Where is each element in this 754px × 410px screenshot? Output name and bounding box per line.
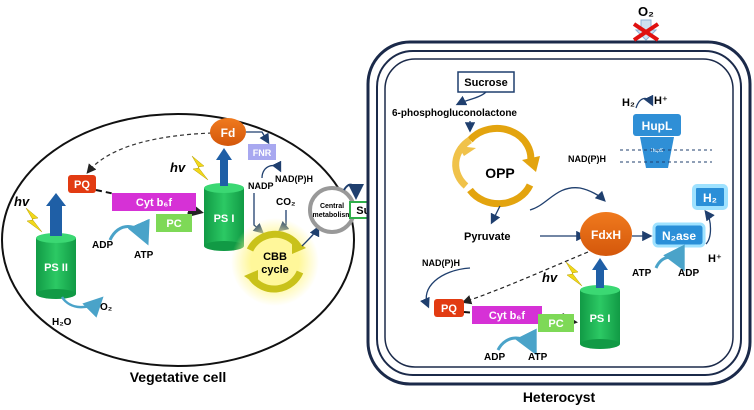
heterocyst-adp-label: ADP xyxy=(484,352,505,363)
fnr-label: FNR xyxy=(253,148,272,158)
lightning-icon xyxy=(565,261,583,287)
heterocyst-atp-synthesis-arrow xyxy=(496,328,537,356)
hups-shape xyxy=(640,137,674,168)
hupl-box xyxy=(633,114,681,136)
psii-label: PS II xyxy=(44,262,68,274)
nadph-left-label: NAD(P)H xyxy=(422,258,460,268)
central-label-line1: Central xyxy=(320,203,344,210)
nadph-label: NAD(P)H xyxy=(275,174,313,184)
atp-label: ATP xyxy=(134,250,154,261)
nadp-label: NADP xyxy=(248,181,274,191)
h-plus-label: H⁺ xyxy=(708,253,722,265)
nadph-top-label: NAD(P)H xyxy=(568,154,606,164)
phosphogluconolactone-label: 6-phosphogluconolactone xyxy=(392,108,517,119)
heterocyst-caption: Heterocyst xyxy=(523,389,596,405)
opp-cycle: OPP xyxy=(452,124,540,208)
heterocyst-psi-electron-arrow xyxy=(592,258,608,288)
fdxh-label: FdxH xyxy=(591,228,621,242)
heterocyst-hv-label: hv xyxy=(542,270,558,285)
nadp-reduction-arrow xyxy=(261,160,282,179)
central-metabolism-node xyxy=(308,186,356,234)
hups-label: HupS xyxy=(651,148,664,154)
fd-node xyxy=(210,118,246,146)
hup-hplus-label: H⁺ xyxy=(654,95,668,107)
opp-to-pyruvate-arrow xyxy=(490,205,501,225)
hv-label: hv xyxy=(170,160,186,175)
heterocyst-pq-label: PQ xyxy=(441,303,457,315)
hydrogenase-reaction-arrow xyxy=(635,94,654,109)
fdxh-node xyxy=(580,212,632,256)
heterocyst-sucrose-label: Sucrose xyxy=(464,77,507,89)
vegetative-caption: Vegetative cell xyxy=(130,369,227,385)
hv-label: hv xyxy=(14,194,30,209)
heterocyst-cytb6f-box xyxy=(472,306,542,324)
h2-product-label: H₂ xyxy=(703,191,717,205)
pq-label: PQ xyxy=(74,179,90,191)
pq-box xyxy=(68,175,96,193)
o2-product-label: O₂ xyxy=(100,302,112,313)
fnr-box xyxy=(248,144,276,160)
heterocyst: O₂ Sucrose 6-phosphogluconolactone OPP N… xyxy=(366,4,752,405)
pc-box xyxy=(156,214,192,232)
nadph-to-pq-arrow xyxy=(420,267,471,309)
psi-electron-arrow xyxy=(216,148,232,186)
heterocyst-pc-label: PC xyxy=(548,318,563,330)
vegetative-cell: PS II hv O₂ H₂O PQ Cyt b₆f PC ADP ATP P xyxy=(1,113,364,385)
pyruvate-label: Pyruvate xyxy=(464,231,510,243)
n2ase-atp-label: ATP xyxy=(632,268,652,279)
fdxh-to-pq-dashed-arrow xyxy=(461,251,589,305)
n2ase-to-h2-arrow xyxy=(704,209,715,245)
water-splitting-arrow xyxy=(60,296,104,318)
hupl-label: HupL xyxy=(642,119,673,133)
atp-synthesis-arrow xyxy=(108,218,150,246)
n2ase-adp-label: ADP xyxy=(678,268,699,279)
h2-product-box xyxy=(692,184,728,210)
cytb6f-label: Cyt b₆f xyxy=(136,197,172,209)
psii-electron-arrow xyxy=(46,193,66,236)
central-to-sucrose-arrow xyxy=(343,183,364,200)
heterocyst-atp-label: ATP xyxy=(528,352,548,363)
heterocyst-pc-box xyxy=(538,314,574,332)
fd-label: Fd xyxy=(221,126,236,140)
lightning-icon xyxy=(25,207,43,233)
cbb-to-central-arrow xyxy=(301,225,320,247)
heterocyst-pq-box xyxy=(434,299,464,317)
adp-label: ADP xyxy=(92,240,113,251)
pc-label: PC xyxy=(166,218,181,230)
heterocyst-psi-complex: PS I xyxy=(580,285,620,349)
h2o-label: H₂O xyxy=(52,317,72,328)
cbb-label-line1: CBB xyxy=(263,251,287,263)
psi-label: PS I xyxy=(214,213,235,225)
cytb6f-box xyxy=(112,193,196,211)
co2-label: CO₂ xyxy=(276,197,295,208)
cbb-cycle: CBB cycle xyxy=(244,230,306,293)
central-label-line2: metabolism xyxy=(313,212,352,219)
lightning-icon xyxy=(191,155,209,181)
n2ase-atp-arrow xyxy=(654,244,685,272)
sucrose-to-phospho-arrow xyxy=(455,91,487,106)
blocked-cross-icon xyxy=(632,22,660,42)
o2-label: O₂ xyxy=(638,4,654,19)
opp-label: OPP xyxy=(485,165,515,181)
nadph-to-fdxh-arrow xyxy=(529,187,606,211)
fd-to-fnr-arrow xyxy=(246,131,270,145)
psii-complex: PS II xyxy=(36,233,76,299)
hup-h2-label: H₂ xyxy=(622,97,635,109)
fd-to-pq-dashed-arrow xyxy=(86,132,213,174)
heterocyst-cytb6f-label: Cyt b₆f xyxy=(489,310,525,322)
cbb-label-line2: cycle xyxy=(261,264,289,276)
n2ase-label: N₂ase xyxy=(662,229,696,243)
heterocyst-psi-label: PS I xyxy=(590,313,611,325)
